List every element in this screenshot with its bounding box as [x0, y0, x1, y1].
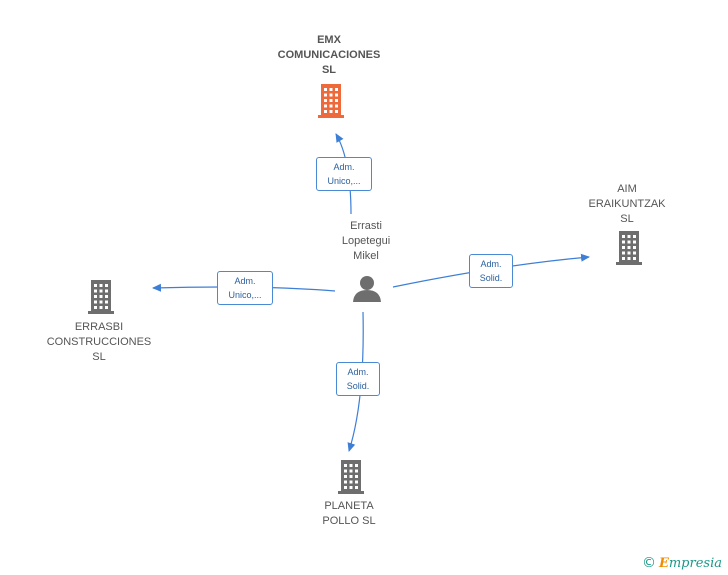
- person-name[interactable]: Errasti Lopetegui Mikel: [341, 220, 391, 262]
- relation-label-errasbi[interactable]: Adm. Unico,...: [217, 271, 273, 305]
- brand-name: mpresia: [668, 556, 722, 571]
- building-icon-emx[interactable]: [318, 84, 344, 118]
- company-name-errasbi[interactable]: ERRASBI CONSTRUCCIONES SL: [46, 321, 152, 363]
- relation-label-emx[interactable]: Adm. Unico,...: [316, 157, 372, 191]
- building-icon-aim[interactable]: [616, 231, 642, 265]
- brand-initial: E: [658, 556, 669, 571]
- building-icon-errasbi[interactable]: [88, 280, 114, 314]
- company-name-emx[interactable]: EMX COMUNICACIONES SL: [277, 34, 381, 76]
- person-icon[interactable]: [353, 276, 381, 302]
- company-name-planeta[interactable]: PLANETA POLLO SL: [322, 500, 376, 527]
- copyright-symbol: ©: [641, 555, 656, 571]
- relation-label-planeta[interactable]: Adm. Solid.: [336, 362, 380, 396]
- building-icon-planeta[interactable]: [338, 460, 364, 494]
- empresia-logo: ©Empresia: [642, 555, 722, 571]
- company-name-aim[interactable]: AIM ERAIKUNTZAK SL: [588, 183, 666, 225]
- relation-label-aim[interactable]: Adm. Solid.: [469, 254, 513, 288]
